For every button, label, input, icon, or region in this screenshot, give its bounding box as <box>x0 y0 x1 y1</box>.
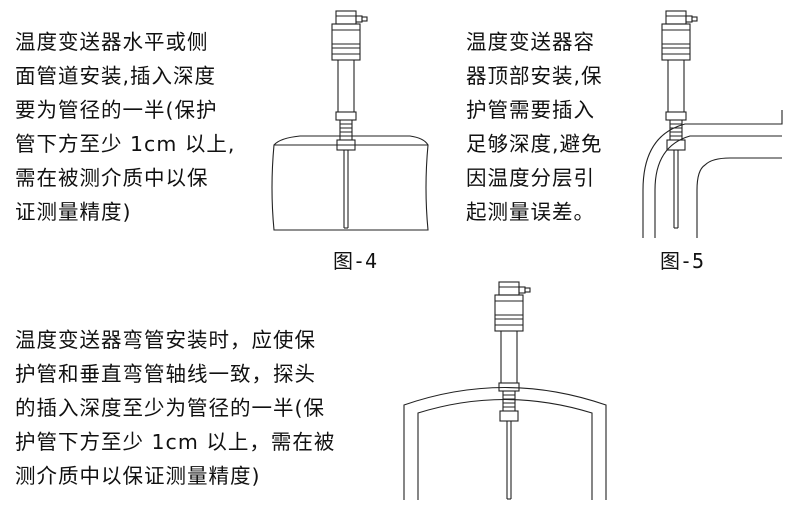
elbow-outer-arc <box>403 387 607 500</box>
text-line: 器顶部安装,保 <box>466 64 603 88</box>
text-line: 因温度分层引 <box>466 166 595 190</box>
transmitter-icon <box>331 10 368 229</box>
container-outer-wall <box>642 110 783 238</box>
text-line: 证测量精度) <box>15 200 132 224</box>
text-line: 温度变送器水平或侧 <box>15 30 209 54</box>
figure-4-caption: 图-4 <box>333 249 378 273</box>
text-line: 测介质中以保证测量精度) <box>15 464 261 488</box>
figure-4-diagram <box>271 10 429 231</box>
paragraph-container-top-install: 温度变送器容 器顶部安装,保 护管需要插入 足够深度,避免 因温度分层引 起测量… <box>466 25 603 229</box>
figure-5-diagram <box>642 10 783 238</box>
container-inner-line <box>654 135 782 238</box>
text-line: 护管下方至少 1cm 以上，需在被 <box>15 430 336 454</box>
text-line: 温度变送器弯管安装时，应使保 <box>15 328 316 352</box>
figure-5-caption: 图-5 <box>660 249 705 273</box>
figure-elbow-diagram <box>403 281 607 500</box>
text-line: 护管需要插入 <box>466 98 595 122</box>
text-line: 起测量误差。 <box>466 200 595 224</box>
elbow-inner-arc <box>417 398 593 500</box>
pipe-body <box>271 144 429 231</box>
text-line: 管下方至少 1cm 以上, <box>15 132 236 156</box>
text-line: 护管和垂直弯管轴线一致，探头 <box>15 362 316 386</box>
paragraph-horizontal-install: 温度变送器水平或侧 面管道安装,插入深度 要为管径的一半(保护 管下方至少 1c… <box>15 25 235 229</box>
text-line: 的插入深度至少为管径的一半(保 <box>15 396 325 420</box>
container-inner-wall <box>696 157 782 238</box>
pipe-cross-section <box>273 135 429 146</box>
transmitter-icon <box>661 10 698 229</box>
text-line: 要为管径的一半(保护 <box>15 98 218 122</box>
text-line: 温度变送器容 <box>466 30 595 54</box>
text-line: 足够深度,避免 <box>466 132 603 156</box>
text-line: 面管道安装,插入深度 <box>15 64 217 88</box>
transmitter-icon <box>494 281 531 500</box>
paragraph-elbow-install: 温度变送器弯管安装时，应使保 护管和垂直弯管轴线一致，探头 的插入深度至少为管径… <box>15 323 335 493</box>
text-line: 需在被测介质中以保 <box>15 166 209 190</box>
